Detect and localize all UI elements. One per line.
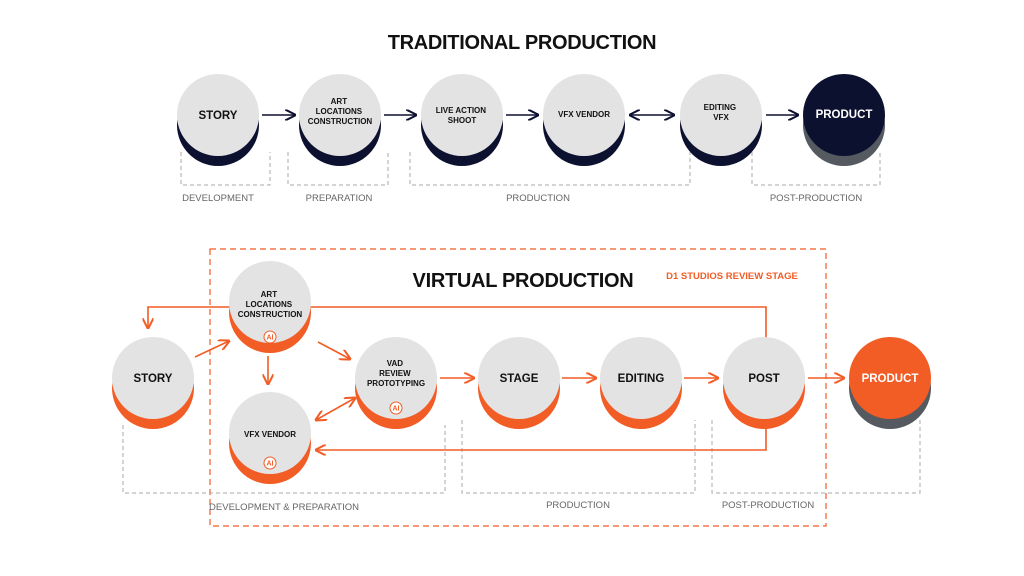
svg-text:STORY: STORY (199, 110, 238, 122)
ai-badge-art-text: AI (267, 335, 274, 342)
svg-text:STORY: STORY (134, 373, 173, 385)
review-stage-tag: D1 STUDIOS REVIEW STAGE (666, 271, 798, 282)
svg-text:EDITING: EDITING (618, 373, 665, 385)
node-editing-label-line2: VFX (713, 113, 729, 122)
svg-text:PRODUCT: PRODUCT (816, 109, 873, 121)
vnode-product: PRODUCT (849, 337, 931, 429)
phase-development: DEVELOPMENT (182, 193, 254, 204)
svg-text:AI: AI (267, 461, 274, 468)
svg-text:LIVE ACTION SHOOT: LIVE ACTION SHOOT (436, 106, 489, 125)
node-art-label-line3: CONSTRUCTION (308, 117, 373, 126)
ai-badge-vfx (263, 456, 277, 470)
vnode-stage-label: STAGE (500, 373, 539, 385)
svg-text:VAD REVIEW PROTOTY: VAD REVIEW PROTOTYPING (367, 359, 425, 388)
vnode-stage: STAGE (478, 337, 560, 429)
node-art-label-line2: LOCATIONS (316, 107, 363, 116)
virtual-phase-brackets (122, 420, 921, 494)
virtual-title: VIRTUAL PRODUCTION (413, 270, 634, 292)
vnode-story: STORY (112, 337, 194, 429)
node-vfx-label: VFX VENDOR (558, 110, 610, 119)
ai-badge-art (263, 330, 277, 344)
vnode-post-label: POST (748, 373, 779, 385)
vnode-editing: EDITING (600, 337, 682, 429)
svg-text:EDITING VFX: EDITING VFX (704, 103, 739, 122)
vnode-vfx-vendor: VFX VENDOR AI (229, 392, 311, 484)
phase-production: PRODUCTION (506, 193, 570, 204)
arrow-art-to-vad (317, 341, 350, 359)
vnode-vfx-label: VFX VENDOR (244, 430, 296, 439)
node-product-traditional: PRODUCT (803, 74, 885, 166)
phase-post-production: POST-PRODUCTION (770, 193, 863, 204)
vnode-art-locations-construction: ART LOCATIONS CONSTRUCTION AI (229, 261, 311, 353)
arrow-story-to-art-virtual (194, 341, 229, 358)
vnode-art-label-line3: CONSTRUCTION (238, 310, 303, 319)
svg-text:VFX VENDOR: VFX VENDOR (244, 430, 296, 439)
node-live-label-line2: SHOOT (448, 116, 477, 125)
vnode-editing-label: EDITING (618, 373, 665, 385)
svg-text:ART LOCATIONS CONS: ART LOCATIONS CONSTRUCTION (308, 97, 373, 126)
vnode-art-label-line1: ART (261, 290, 278, 299)
ai-badge-vad-text: AI (393, 406, 400, 413)
phase-production-virtual: PRODUCTION (546, 500, 610, 511)
node-story-label: STORY (199, 110, 238, 122)
phase-post-production-virtual: POST-PRODUCTION (722, 500, 815, 511)
node-product-label: PRODUCT (816, 109, 873, 121)
arrow-vad-vfx-both (316, 398, 355, 420)
review-stage-boundary (209, 248, 827, 527)
vnode-art-label-line2: LOCATIONS (246, 300, 293, 309)
vnode-post: POST (723, 337, 805, 429)
svg-text:STAGE: STAGE (500, 373, 539, 385)
vnode-vad-label-line3: PROTOTYPING (367, 379, 425, 388)
traditional-phase-brackets (180, 152, 881, 186)
phase-preparation: PREPARATION (306, 193, 373, 204)
vnode-vad-label-line1: VAD (387, 359, 404, 368)
svg-text:AI: AI (267, 335, 274, 342)
svg-text:POST: POST (748, 373, 779, 385)
node-story: STORY (177, 74, 259, 166)
vnode-story-label: STORY (134, 373, 173, 385)
vnode-vad-label-line2: REVIEW (379, 369, 411, 378)
svg-text:ART LOCATIONS CONS: ART LOCATIONS CONSTRUCTION (238, 290, 303, 319)
node-editing-vfx: EDITING VFX (680, 74, 762, 166)
node-art-locations-construction: ART LOCATIONS CONSTRUCTION (299, 74, 381, 166)
node-editing-label-line1: EDITING (704, 103, 736, 112)
node-vfx-vendor: VFX VENDOR (543, 74, 625, 166)
ai-badge-vfx-text: AI (267, 461, 274, 468)
arrow-post-loop-to-art (148, 306, 767, 343)
node-live-action-shoot: LIVE ACTION SHOOT (421, 74, 503, 166)
node-art-label-line1: ART (331, 97, 348, 106)
traditional-title: TRADITIONAL PRODUCTION (388, 32, 657, 54)
node-live-label-line1: LIVE ACTION (436, 106, 487, 115)
phase-development-preparation: DEVELOPMENT & PREPARATION (209, 502, 359, 513)
svg-text:PRODUCT: PRODUCT (862, 373, 919, 385)
svg-text:VFX VENDOR: VFX VENDOR (558, 110, 610, 119)
ai-badge-vad (389, 401, 403, 415)
svg-text:AI: AI (393, 406, 400, 413)
vnode-product-label: PRODUCT (862, 373, 919, 385)
vnode-vad-review-prototyping: VAD REVIEW PROTOTYPING AI (355, 337, 437, 429)
